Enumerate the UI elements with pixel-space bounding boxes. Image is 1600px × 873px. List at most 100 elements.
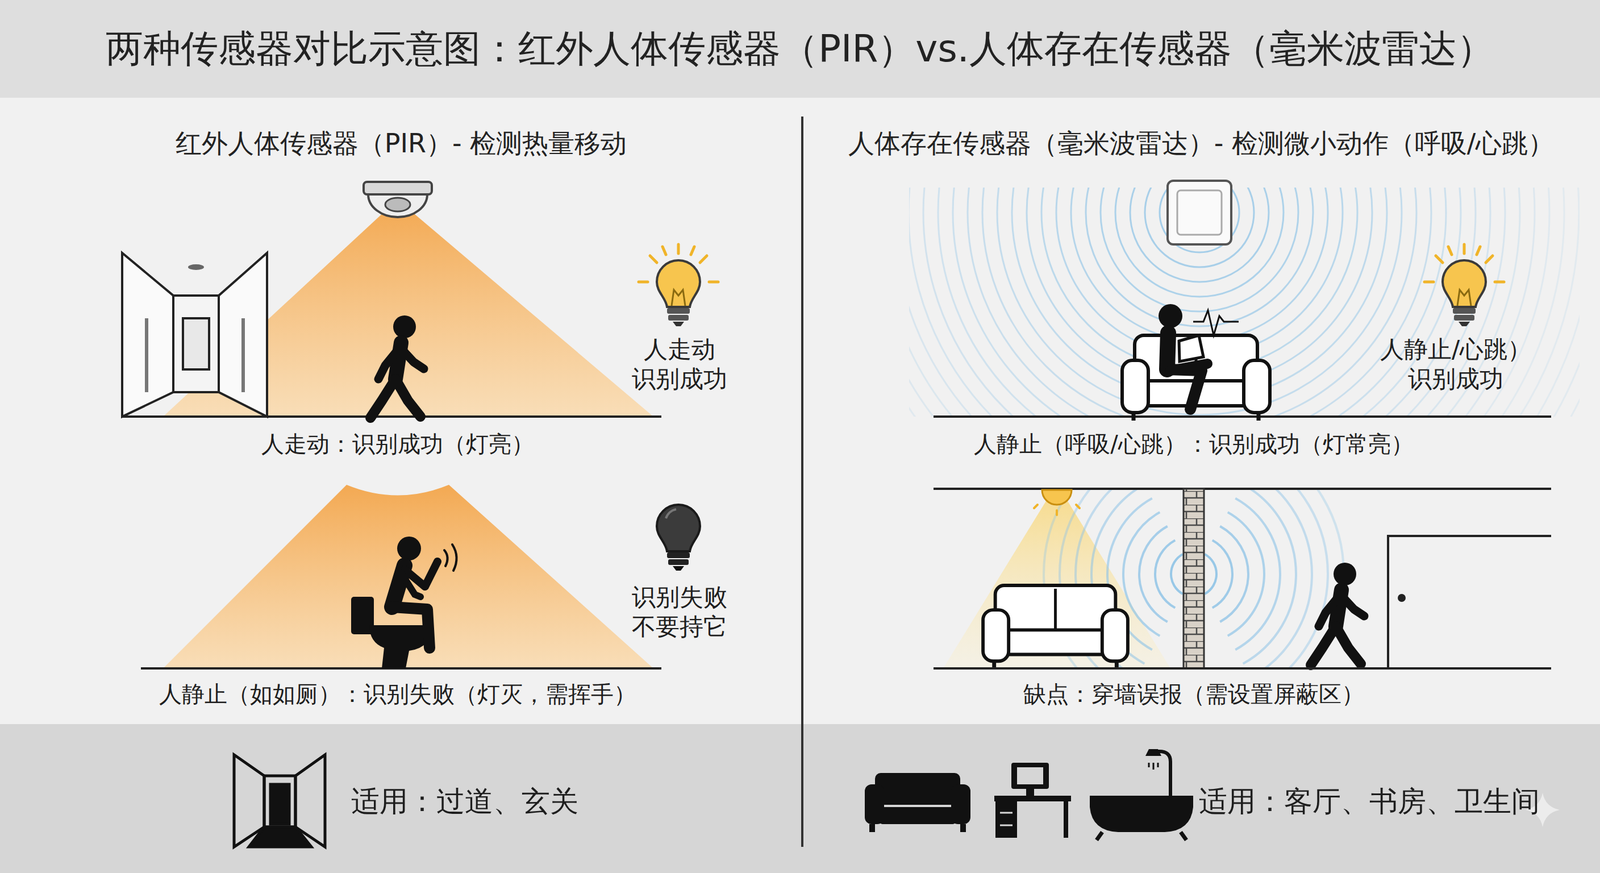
corridor-door-icon: [234, 754, 325, 847]
walking-person: [1310, 562, 1365, 665]
illustration-path: [1153, 751, 1171, 796]
wave-arc: [909, 187, 1580, 417]
radar-wall-scene: [933, 442, 1552, 706]
scene-caption: 缺点：穿墙误报（需设置屏蔽区）: [1023, 679, 1365, 708]
illustration-path: [444, 544, 457, 571]
illustration-rect: [264, 775, 296, 827]
illustration-circle: [1158, 303, 1183, 328]
wave-arc: [909, 187, 1550, 417]
floor-line: [122, 415, 662, 418]
pir-walk-scene: [122, 181, 719, 418]
wave-arc: [1155, 539, 1175, 608]
illustration-path: [1148, 762, 1158, 770]
illustration-path: [234, 754, 325, 847]
desk-icon: [994, 762, 1072, 838]
wave-arc: [909, 187, 1491, 417]
illustration-path: [1042, 489, 1072, 505]
door: [1388, 535, 1552, 669]
divider-line: [801, 116, 804, 847]
status-label: 识别失败 不要持它: [629, 582, 730, 643]
illustration-rect: [879, 806, 956, 824]
wave-arc: [1227, 511, 1265, 636]
wave-arc: [909, 187, 1580, 417]
status-label: 人静止/心跳） 识别成功: [1370, 334, 1541, 395]
illustration-rect: [994, 795, 1072, 802]
wave-arc: [1159, 187, 1240, 253]
wave-arc: [1100, 187, 1299, 312]
usage-label: 适用：过道、玄关: [351, 783, 579, 820]
illustration-rect: [875, 772, 961, 805]
wave-arc: [1130, 187, 1269, 282]
scene-caption: 人静止（呼吸/心跳）：识别成功（灯常亮）: [973, 429, 1414, 458]
illustration-rect: [960, 823, 966, 832]
wave-arc: [1243, 489, 1297, 664]
toilet-person: [351, 536, 457, 669]
status-label: 人走动 识别成功: [629, 334, 730, 395]
wave-arc: [1219, 526, 1249, 622]
wave-arc: [967, 187, 1432, 417]
illustration-rect: [363, 181, 432, 195]
wave-arc: [909, 187, 1580, 417]
radar-waves: [909, 187, 1580, 417]
illustration-path: [1089, 795, 1194, 832]
illustration-ellipse: [385, 197, 411, 212]
pir-static-scene: [140, 484, 700, 669]
wave-arc: [982, 187, 1417, 417]
ceiling-pir-sensor: [363, 181, 432, 218]
bulb-on: [1424, 244, 1504, 327]
illustration-path: [369, 625, 432, 669]
bulb-on: [638, 244, 719, 327]
illustration-path: [1178, 335, 1204, 362]
scene-caption: 人走动：识别成功（灯亮）: [261, 429, 535, 458]
ceiling-line: [933, 487, 1552, 490]
reading-person: [1158, 303, 1208, 410]
wave-arc: [1250, 489, 1312, 668]
pir-cone: [163, 204, 654, 417]
wave-arc: [1071, 187, 1328, 341]
illustration-path: [1034, 504, 1080, 515]
wave-arc: [1212, 539, 1233, 608]
illustration-path: [146, 318, 244, 393]
wave-arc: [1204, 553, 1217, 594]
wave-arc: [1139, 526, 1168, 622]
illustration-path: [1388, 535, 1552, 669]
illustration-ellipse: [188, 264, 204, 270]
panel: 人体存在传感器（毫米波雷达）- 检测微小动作（呼吸/心跳）: [802, 97, 1600, 724]
illustration-circle: [397, 536, 422, 561]
illustration-path: [1170, 363, 1208, 371]
floor-line: [933, 415, 1552, 418]
corridor-icon: [122, 252, 268, 417]
illustration-rect: [869, 823, 875, 832]
illustration-circle: [1398, 594, 1405, 601]
illustration-rect: [1026, 788, 1035, 796]
illustration-path: [1145, 748, 1162, 756]
illustration-path: [401, 572, 421, 597]
illustration-rect: [1017, 767, 1044, 785]
wave-arc: [938, 187, 1461, 417]
wave-arc: [1056, 187, 1343, 356]
wave-arc: [1115, 187, 1284, 297]
wave-arc: [909, 187, 1579, 417]
radar-sensor: [1167, 180, 1232, 245]
wave-arc: [909, 187, 1565, 417]
wave-arc: [1258, 489, 1328, 668]
scene-caption: 人静止（如如厕）：识别失败（灯灭，需挥手）: [159, 679, 637, 708]
content-ground: [0, 97, 1600, 724]
light-cone: [943, 500, 1171, 669]
illustration-rect: [1063, 801, 1069, 838]
heartbeat-line: [1193, 310, 1239, 336]
panel-heading: 红外人体传感器（PIR）- 检测热量移动: [0, 126, 803, 162]
wave-arc: [997, 187, 1402, 415]
title-bar: 两种传感器对比示意图：红外人体传感器（PIR）vs.人体存在传感器（毫米波雷达）: [0, 0, 1600, 98]
illustration-path: [248, 826, 312, 847]
illustration-rect: [995, 801, 1018, 838]
illustration-rect: [1177, 190, 1222, 235]
title-band: [0, 0, 1600, 98]
wave-arc: [1171, 553, 1183, 594]
illustration-rect: [182, 318, 210, 370]
walking-person: [370, 315, 424, 418]
sofa: [1122, 335, 1270, 421]
illustration-path: [1096, 831, 1187, 840]
sofa: [982, 585, 1128, 669]
diagram-title: 两种传感器对比示意图：红外人体传感器（PIR）vs.人体存在传感器（毫米波雷达）: [105, 23, 1495, 75]
